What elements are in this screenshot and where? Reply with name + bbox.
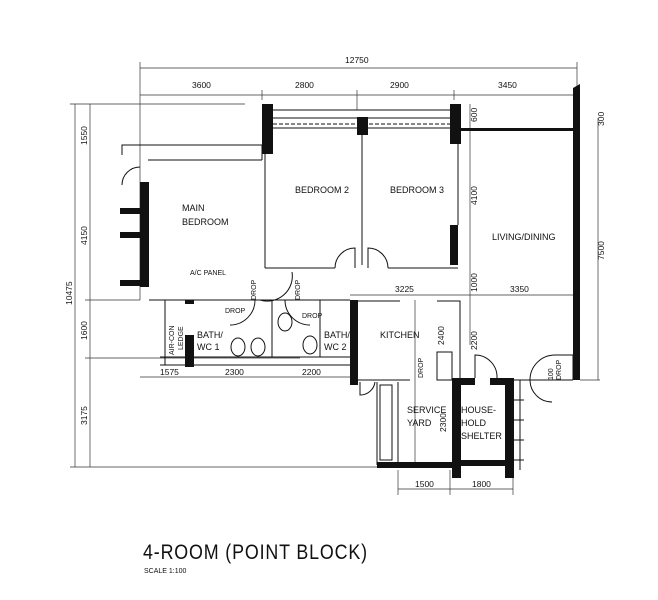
room-label: HOUSE- <box>461 405 496 415</box>
room-label: HOLD <box>461 418 487 428</box>
room-label: SERVICE <box>407 405 446 415</box>
dimension-label: 2800 <box>295 80 314 90</box>
dimension-label: 1500 <box>415 479 434 489</box>
room-label: DROP <box>556 359 563 380</box>
dimension-label: 2300 <box>438 413 448 432</box>
dimension-label: 1000 <box>469 273 479 292</box>
room-label: BEDROOM 2 <box>295 185 349 195</box>
dimension-label: 600 <box>469 108 479 122</box>
dimension-label: 300 <box>596 112 606 126</box>
room-label: MAIN <box>182 203 205 213</box>
dimension-label: 1600 <box>79 321 89 340</box>
room-label: DROP <box>225 308 246 315</box>
dimension-label: 2200 <box>302 367 321 377</box>
dimension-label: 2900 <box>390 80 409 90</box>
room-label: YARD <box>407 418 432 428</box>
dimension-label: 1800 <box>472 479 491 489</box>
dimension-label: 10475 <box>64 281 74 305</box>
room-label: 100 <box>548 368 555 380</box>
dimension-label: 3450 <box>498 80 517 90</box>
dimension-label: 2400 <box>436 326 446 345</box>
dimension-labels: 12750 3600 2800 2900 3450 10475 1550 415… <box>64 55 606 489</box>
plan-title: 4-ROOM (POINT BLOCK) <box>143 541 368 564</box>
dimension-lines <box>70 62 600 495</box>
room-label: WC 1 <box>197 342 220 352</box>
room-label: DROP <box>295 279 302 300</box>
room-label: BEDROOM 3 <box>390 185 444 195</box>
walls <box>120 84 580 478</box>
room-label: A/C PANEL <box>190 270 226 277</box>
room-label: BEDROOM <box>182 217 229 227</box>
room-label: LEDGE <box>178 326 185 350</box>
dimension-label: 3225 <box>395 284 414 294</box>
dimension-label: 3350 <box>510 284 529 294</box>
dimension-label: 12750 <box>345 55 369 65</box>
room-label: AIR-CON <box>169 325 176 355</box>
dimension-label: 2300 <box>225 367 244 377</box>
dimension-label: 2200 <box>469 331 479 350</box>
room-label: DROP <box>251 279 258 300</box>
room-label: KITCHEN <box>380 330 420 340</box>
room-label: BATH/ <box>324 330 350 340</box>
room-label: LIVING/DINING <box>492 232 556 242</box>
dimension-label: 3600 <box>192 80 211 90</box>
room-label: DROP <box>418 357 425 378</box>
dimension-label: 1575 <box>160 367 179 377</box>
plan-scale: SCALE 1:100 <box>144 568 187 575</box>
room-label: DROP <box>302 313 323 320</box>
room-labels: MAIN BEDROOM BEDROOM 2 BEDROOM 3 LIVING/… <box>169 185 563 441</box>
dimension-label: 7500 <box>596 241 606 260</box>
dimension-label: 1550 <box>79 126 89 145</box>
room-label: WC 2 <box>324 342 347 352</box>
dimension-label: 4100 <box>469 186 479 205</box>
room-label: BATH/ <box>197 330 223 340</box>
room-label: SHELTER <box>461 431 502 441</box>
dimension-label: 4150 <box>79 226 89 245</box>
dimension-label: 3175 <box>79 406 89 425</box>
